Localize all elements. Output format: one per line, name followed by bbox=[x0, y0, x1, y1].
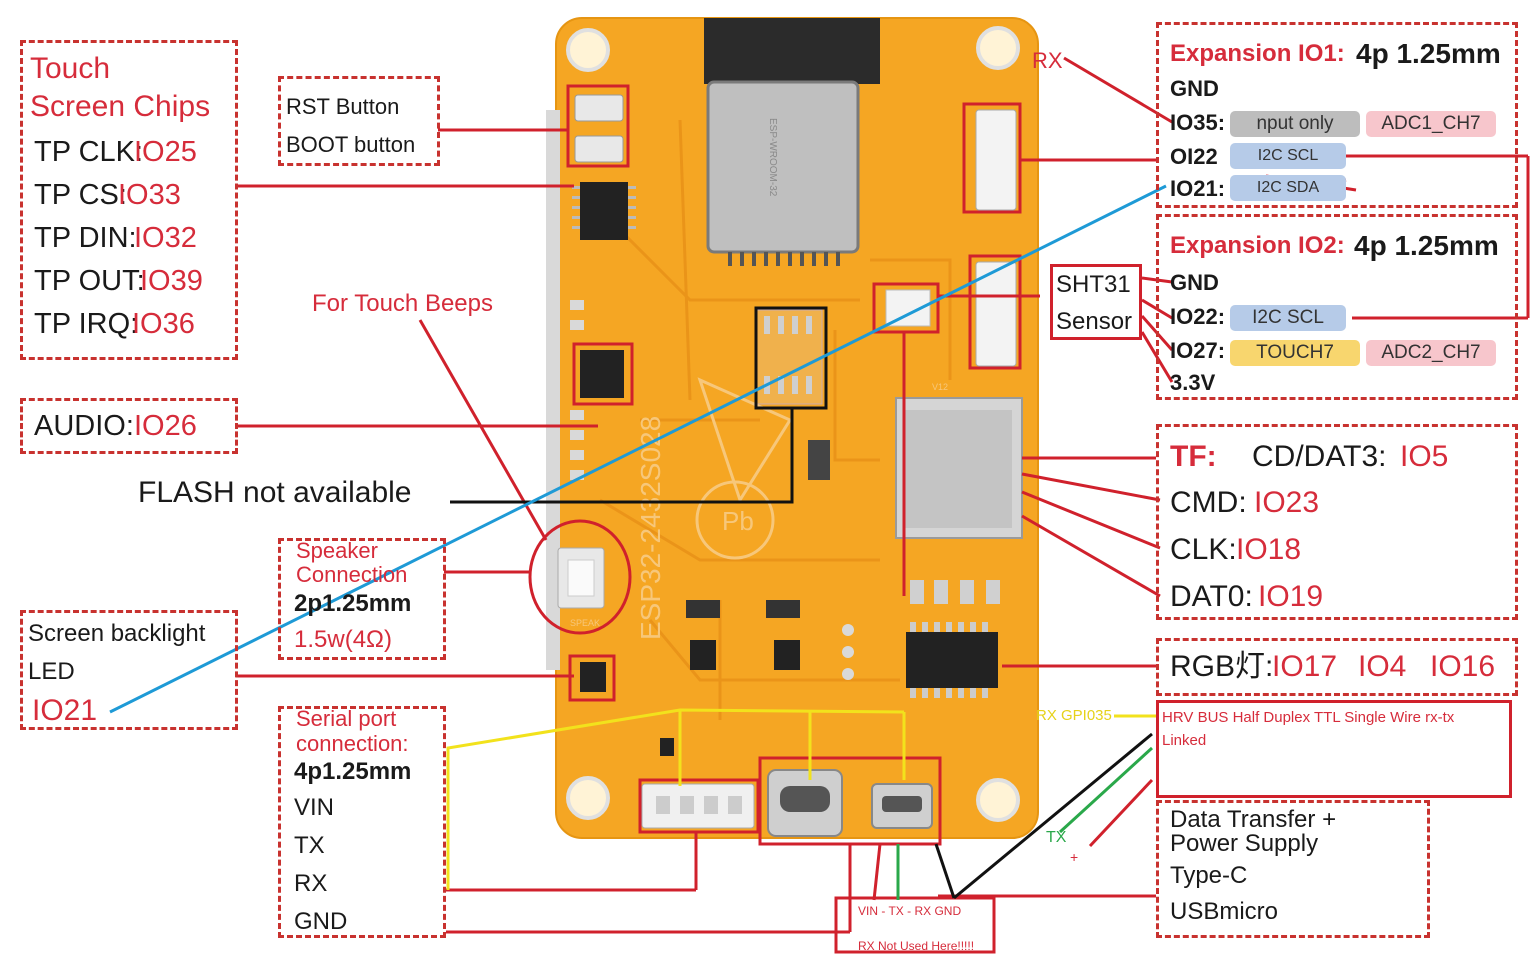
serial-title-2: connection: bbox=[296, 733, 409, 755]
exp2-io22: IO22: bbox=[1170, 306, 1225, 328]
backlight-title-1: Screen backlight bbox=[28, 622, 205, 646]
exp1-gnd: GND bbox=[1170, 78, 1219, 100]
speaker-power: 1.5w(4Ω) bbox=[294, 628, 392, 652]
tf-row-pin: IO5 bbox=[1400, 442, 1448, 472]
rx-not-used-note: RX Not Used Here!!!!! bbox=[858, 940, 974, 952]
hrv-bus-line2: Linked bbox=[1162, 733, 1206, 748]
power-line2: Power Supply bbox=[1170, 832, 1318, 856]
exp1-io35: IO35: bbox=[1170, 112, 1225, 134]
exp1-io21: IO21: bbox=[1170, 178, 1225, 200]
touch-title-1: Touch bbox=[30, 54, 110, 84]
sht31-line2: Sensor bbox=[1056, 310, 1132, 334]
rgb-label: RGB灯: bbox=[1170, 652, 1273, 682]
exp2-3v3: 3.3V bbox=[1170, 372, 1215, 394]
speaker-title-2: Connection bbox=[296, 564, 407, 586]
touch-row-label: TP CLK: bbox=[34, 138, 143, 167]
boot-button-label: BOOT button bbox=[286, 134, 415, 156]
touch-beeps-label: For Touch Beeps bbox=[312, 292, 493, 316]
touch-row-pin: IO39 bbox=[140, 267, 203, 296]
tf-row-pin: IO19 bbox=[1258, 582, 1323, 612]
exp2-io22-tag: I2C SCL bbox=[1230, 305, 1346, 331]
exp2-io27-tag-touch: TOUCH7 bbox=[1230, 340, 1360, 366]
exp2-io27: IO27: bbox=[1170, 340, 1225, 362]
plus-wire-label: + bbox=[1070, 850, 1078, 864]
touch-row-pin: IO25 bbox=[134, 138, 197, 167]
exp1-io22-tag: I2C SCL bbox=[1230, 143, 1346, 169]
serial-pin-gnd: GND bbox=[294, 910, 347, 934]
exp1-io22: OI22 bbox=[1170, 146, 1218, 168]
exp1-io35-tag-input: nput only bbox=[1230, 111, 1360, 137]
power-line3: Type-C bbox=[1170, 864, 1247, 888]
touch-row-pin: IO32 bbox=[134, 224, 197, 253]
sht31-line1: SHT31 bbox=[1056, 273, 1131, 297]
backlight-title-2: LED bbox=[28, 660, 75, 684]
backlight-pin: IO21 bbox=[32, 696, 97, 726]
serial-pin-tx: TX bbox=[294, 834, 325, 858]
exp2-spec: 4p 1.25mm bbox=[1354, 232, 1499, 260]
rgb-pin: IO4 bbox=[1358, 652, 1406, 682]
touch-row-label: TP CS: bbox=[34, 181, 127, 210]
exp2-gnd: GND bbox=[1170, 272, 1219, 294]
audio-label: AUDIO: bbox=[34, 412, 134, 441]
tf-row-pin: IO18 bbox=[1236, 535, 1301, 565]
tx-wire-label: TX bbox=[1046, 830, 1066, 846]
rgb-pin: IO17 bbox=[1272, 652, 1337, 682]
speaker-spec: 2p1.25mm bbox=[294, 592, 411, 616]
touch-row-pin: IO36 bbox=[132, 310, 195, 339]
exp2-io27-tag-adc: ADC2_CH7 bbox=[1366, 340, 1496, 366]
rx-top-label: RX bbox=[1032, 50, 1063, 72]
serial-title-1: Serial port bbox=[296, 708, 396, 730]
power-line4: USBmicro bbox=[1170, 900, 1278, 924]
tf-row-label: CD/DAT3: bbox=[1252, 442, 1386, 472]
exp1-title: Expansion IO1: bbox=[1170, 42, 1345, 66]
exp1-spec: 4p 1.25mm bbox=[1356, 40, 1501, 68]
exp1-io21-tag: I2C SDA bbox=[1230, 175, 1346, 201]
flash-note: FLASH not available bbox=[138, 478, 412, 508]
tf-row-label: CMD: bbox=[1170, 488, 1247, 518]
touch-row-label: TP DIN: bbox=[34, 224, 137, 253]
rgb-pin: IO16 bbox=[1430, 652, 1495, 682]
tf-title: TF: bbox=[1170, 442, 1217, 472]
usb-pin-note: VIN - TX - RX GND bbox=[858, 905, 961, 917]
tf-row-pin: IO23 bbox=[1254, 488, 1319, 518]
serial-pin-vin: VIN bbox=[294, 796, 334, 820]
power-line1: Data Transfer + bbox=[1170, 808, 1336, 832]
serial-pin-rx: RX bbox=[294, 872, 327, 896]
touch-row-label: TP OUT: bbox=[34, 267, 145, 296]
serial-spec: 4p1.25mm bbox=[294, 760, 411, 784]
rst-button-label: RST Button bbox=[286, 96, 399, 118]
exp2-title: Expansion IO2: bbox=[1170, 234, 1345, 258]
speaker-title-1: Speaker bbox=[296, 540, 378, 562]
tf-row-label: DAT0: bbox=[1170, 582, 1253, 612]
tf-row-label: CLK: bbox=[1170, 535, 1237, 565]
exp1-io35-tag-adc: ADC1_CH7 bbox=[1366, 111, 1496, 137]
audio-pin: IO26 bbox=[134, 412, 197, 441]
hrv-bus-line1: HRV BUS Half Duplex TTL Single Wire rx-t… bbox=[1162, 710, 1454, 725]
touch-title-2: Screen Chips bbox=[30, 92, 210, 122]
touch-row-pin: IO33 bbox=[118, 181, 181, 210]
rx-gpio-label: RX GPI035 bbox=[1036, 708, 1112, 723]
touch-row-label: TP IRQ: bbox=[34, 310, 138, 339]
